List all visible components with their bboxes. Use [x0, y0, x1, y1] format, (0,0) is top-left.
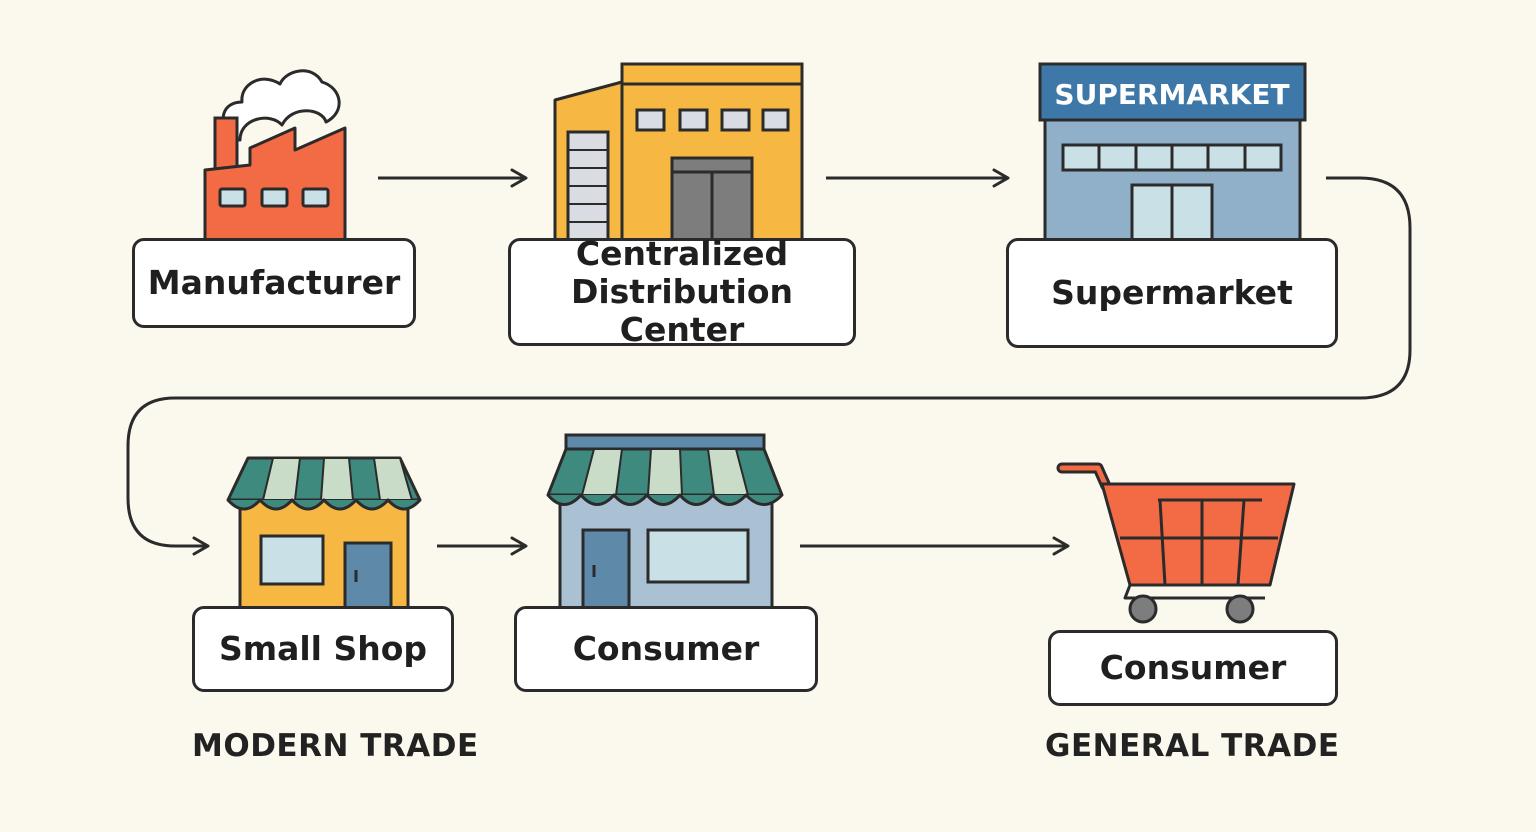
factory-window	[260, 187, 289, 208]
supermarket-label-text: Supermarket	[1051, 273, 1293, 313]
warehouse-icon	[553, 62, 804, 242]
factory-icon	[203, 69, 347, 242]
consumer-cart-label-text: Consumer	[1099, 648, 1287, 688]
modern-trade-title: MODERN TRADE	[192, 728, 479, 764]
supermarket-sign	[1038, 62, 1307, 122]
factory-window	[218, 187, 247, 208]
consumer-shop-window	[646, 528, 750, 584]
consumer-cart-label: Consumer	[1048, 630, 1338, 706]
warehouse-window	[720, 108, 751, 132]
manufacturer-label: Manufacturer	[132, 238, 416, 328]
supermarket-label: Supermarket	[1006, 238, 1338, 348]
shopping-cart-icon	[1056, 462, 1296, 624]
distribution-center-label: Centralized Distribution Center	[508, 234, 856, 349]
cart-wheel	[1225, 594, 1255, 624]
distribution-center-label-line2: Distribution Center	[570, 272, 794, 349]
consumer-shop-label: Consumer	[514, 606, 818, 692]
consumer-shop-icon	[546, 433, 784, 610]
consumer-shop-label-text: Consumer	[572, 629, 760, 669]
consumer-shop-door	[581, 528, 631, 610]
supermarket-sign-text: SUPERMARKET	[1054, 78, 1289, 111]
factory-chimney	[213, 116, 239, 175]
smoke-cloud	[217, 69, 341, 170]
manufacturer-label-text: Manufacturer	[147, 263, 401, 303]
cart-wheel	[1128, 594, 1158, 624]
general-trade-title: GENERAL TRADE	[1045, 728, 1340, 764]
arrow-supermarket-to-small-shop	[126, 176, 1412, 556]
consumer-shop-roof	[564, 433, 766, 451]
supermarket-icon: SUPERMARKET	[1038, 62, 1307, 242]
factory-body	[203, 126, 347, 242]
cart-basket	[1100, 482, 1296, 587]
small-shop-label: Small Shop	[192, 606, 454, 692]
factory-window	[301, 187, 330, 208]
warehouse-window	[678, 108, 709, 132]
small-shop-window	[259, 534, 325, 586]
small-shop-label-text: Small Shop	[218, 629, 428, 669]
warehouse-window	[635, 108, 666, 132]
distribution-center-label-line1: Centralized	[575, 234, 789, 274]
warehouse-window	[761, 108, 790, 132]
small-shop-icon	[226, 456, 422, 610]
small-shop-door	[343, 541, 393, 610]
